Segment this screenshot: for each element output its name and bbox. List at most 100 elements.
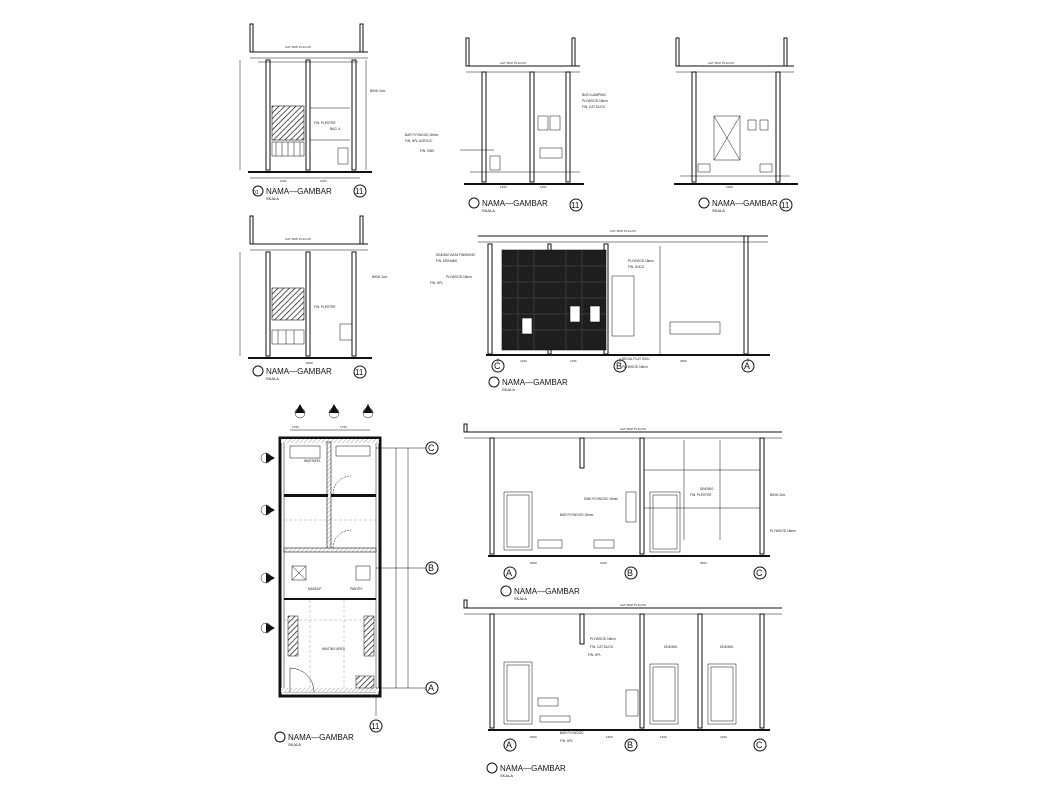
elevation-view-top-left: CAT SKIP PLFLON BIKIN 2cm FIN. PLESTER B… — [239, 23, 386, 201]
sheet-number: 11 — [355, 187, 364, 196]
svg-text:CAT SKIP PLFLON: CAT SKIP PLFLON — [285, 237, 311, 241]
svg-text:PLYWOOD 18mm: PLYWOOD 18mm — [770, 529, 796, 533]
svg-text:CAT SKIP PLFLON: CAT SKIP PLFLON — [708, 61, 734, 65]
svg-text:CAT SKIP PLFLON: CAT SKIP PLFLON — [620, 427, 646, 431]
svg-text:FIN. PLESTER: FIN. PLESTER — [314, 305, 336, 309]
view-id: 01 — [253, 190, 259, 196]
view-scale: SKALA — [712, 208, 725, 213]
svg-text:1750: 1750 — [292, 425, 299, 429]
svg-text:FIN. KERAMIK: FIN. KERAMIK — [436, 259, 458, 263]
svg-text:1400: 1400 — [606, 735, 613, 739]
svg-text:1400: 1400 — [500, 185, 507, 189]
svg-text:3500: 3500 — [700, 561, 707, 565]
svg-text:BEGAL PLAT SIKU: BEGAL PLAT SIKU — [622, 357, 650, 361]
svg-text:CAT SKIP PLFLON: CAT SKIP PLFLON — [285, 45, 311, 49]
svg-text:CAT SKIP PLFLON: CAT SKIP PLFLON — [500, 61, 526, 65]
svg-text:BAR PLYWOOD 18mm: BAR PLYWOOD 18mm — [405, 133, 439, 137]
svg-text:3000: 3000 — [530, 735, 537, 739]
view-title: NAMA—GAMBAR — [514, 587, 580, 596]
svg-text:BUS KLAMPING: BUS KLAMPING — [582, 93, 606, 97]
elevation-view-top-right: CAT SKIP PLFLON 2100 NAMA—GAMBAR SKALA 1… — [674, 37, 798, 213]
svg-text:CAT SKIP PLFLON: CAT SKIP PLFLON — [610, 229, 636, 233]
svg-text:SINK PLYWOOD 18mm: SINK PLYWOOD 18mm — [584, 497, 618, 501]
svg-text:1150: 1150 — [570, 359, 577, 363]
svg-text:2000: 2000 — [306, 361, 313, 365]
grid-label: C — [756, 740, 763, 750]
svg-text:2500: 2500 — [680, 359, 687, 363]
section-marker-icons — [260, 404, 374, 634]
svg-text:BAR PLYWOOD 18mm: BAR PLYWOOD 18mm — [560, 513, 594, 517]
svg-text:PANTRY: PANTRY — [350, 587, 364, 591]
sheet-number: 11 — [371, 722, 380, 731]
svg-text:1100: 1100 — [280, 179, 287, 183]
view-scale: SKALA — [482, 208, 495, 213]
section-view-middle: CAT SKIP PLFLON DINDING BATA FINISHING F… — [430, 229, 770, 392]
svg-text:WASTAFEL: WASTAFEL — [304, 459, 321, 463]
view-scale: SKALA — [288, 742, 301, 747]
grid-label: A — [744, 361, 750, 371]
view-title: NAMA—GAMBAR — [712, 199, 778, 208]
svg-text:DINDING: DINDING — [700, 487, 714, 491]
svg-text:PLYWOOD 18mm: PLYWOOD 18mm — [590, 637, 616, 641]
svg-text:PLYWOOD 18mm: PLYWOOD 18mm — [446, 275, 472, 279]
svg-text:1400: 1400 — [720, 735, 727, 739]
grid-label: B — [627, 568, 633, 578]
svg-text:1400: 1400 — [520, 359, 527, 363]
view-scale: SKALA — [266, 196, 279, 201]
view-title: NAMA—GAMBAR — [266, 187, 332, 196]
elevation-view-top-middle: CAT SKIP PLFLON BUS KLAMPING PLYWOOD 18m… — [405, 37, 608, 213]
section-view-lower-2: CAT SKIP PLFLON PLYWOOD 18mm FIN. CAT DU… — [463, 599, 782, 778]
svg-text:1750: 1750 — [340, 425, 347, 429]
view-title: NAMA—GAMBAR — [266, 367, 332, 376]
svg-text:DINDING: DINDING — [664, 645, 678, 649]
svg-text:PLYWOOD 18mm: PLYWOOD 18mm — [622, 365, 648, 369]
grid-label: C — [494, 361, 501, 371]
svg-text:FIN. HPL: FIN. HPL — [430, 281, 443, 285]
view-scale: SKALA — [502, 387, 515, 392]
section-view-lower-1: CAT SKIP PLFLON SINK PLYWOOD 18mm BAR PL… — [463, 423, 796, 601]
svg-text:3000: 3000 — [530, 561, 537, 565]
svg-text:PLYWOOD 18mm: PLYWOOD 18mm — [628, 259, 654, 263]
svg-text:FIN. HPL ACRYLIC: FIN. HPL ACRYLIC — [405, 139, 433, 143]
svg-text:FIN. DUCO: FIN. DUCO — [628, 265, 645, 269]
svg-text:BIKIN 2cm: BIKIN 2cm — [770, 493, 786, 497]
svg-text:PLYWOOD 18mm: PLYWOOD 18mm — [582, 99, 608, 103]
svg-text:CAT SKIP PLFLON: CAT SKIP PLFLON — [620, 603, 646, 607]
svg-text:FIN. HPL: FIN. HPL — [588, 653, 601, 657]
svg-text:1150: 1150 — [540, 185, 547, 189]
svg-text:FIN. PLESTER: FIN. PLESTER — [690, 493, 712, 497]
view-scale: SKALA — [500, 773, 513, 778]
grid-label: C — [428, 443, 435, 453]
grid-label: A — [428, 683, 434, 693]
grid-label: C — [756, 568, 763, 578]
view-scale: SKALA — [266, 376, 279, 381]
svg-text:DINDING: DINDING — [720, 645, 734, 649]
svg-text:BAG. A: BAG. A — [330, 127, 341, 131]
svg-text:1150: 1150 — [320, 179, 327, 183]
elevation-view-middle-left: CAT SKIP PLFLON BIKIN 2cm FIN. PLESTER 2… — [239, 215, 388, 381]
svg-text:BAR PLYWOOD: BAR PLYWOOD — [560, 731, 584, 735]
svg-text:FIN. SINK: FIN. SINK — [420, 149, 435, 153]
svg-text:BIKIN 2cm: BIKIN 2cm — [372, 275, 388, 279]
svg-text:BIKIN 2cm: BIKIN 2cm — [370, 89, 386, 93]
view-title: NAMA—GAMBAR — [288, 733, 354, 742]
svg-text:1400: 1400 — [600, 561, 607, 565]
svg-text:FIN. CAT DUCO: FIN. CAT DUCO — [590, 645, 614, 649]
svg-text:FIN. CAT DUCO: FIN. CAT DUCO — [582, 105, 606, 109]
floor-plan-view: 1750 1750 WASTAFEL MAKEUP PANTRY WAITING… — [260, 404, 439, 747]
sheet-number: 11 — [781, 201, 790, 210]
grid-label: A — [506, 568, 512, 578]
grid-label: B — [627, 740, 633, 750]
svg-text:FIN. HPL: FIN. HPL — [560, 739, 573, 743]
view-title: NAMA—GAMBAR — [500, 764, 566, 773]
svg-text:MAKEUP: MAKEUP — [308, 587, 321, 591]
svg-text:WAITING AREA: WAITING AREA — [322, 647, 346, 651]
grid-label: A — [506, 740, 512, 750]
svg-text:DINDING BATA FINISHING: DINDING BATA FINISHING — [436, 253, 476, 257]
view-scale: SKALA — [514, 596, 527, 601]
svg-text:1400: 1400 — [660, 735, 667, 739]
grid-label: B — [616, 361, 622, 371]
svg-text:FIN. PLESTER: FIN. PLESTER — [314, 121, 336, 125]
view-title: NAMA—GAMBAR — [502, 378, 568, 387]
